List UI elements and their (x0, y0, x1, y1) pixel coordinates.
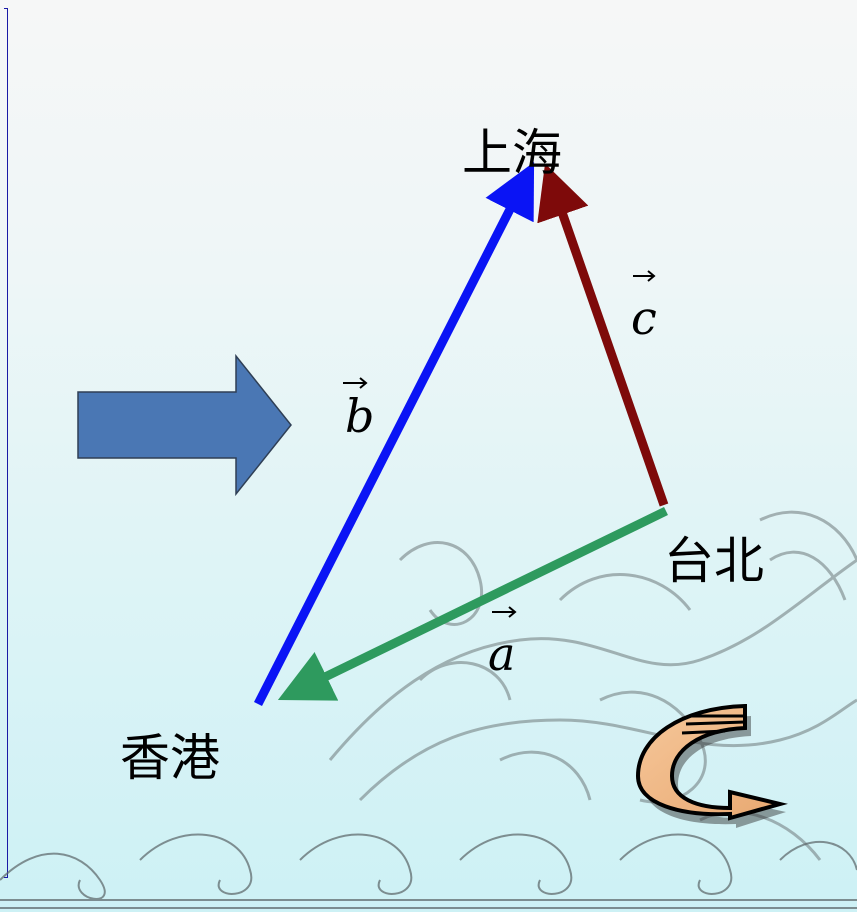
left-frame (4, 8, 8, 878)
wave-border (0, 833, 857, 909)
vector-c-arrow (537, 163, 669, 507)
vector-c-letter: c (631, 291, 657, 345)
vector-b-over-arrow-icon (343, 377, 368, 389)
right-arrow-icon (77, 353, 292, 497)
vector-c-over-arrow-icon (633, 270, 656, 282)
dragon-waves-decoration (328, 510, 857, 861)
vector-b-letter: b (345, 389, 374, 443)
place-label-shanghai: 上海 (462, 124, 562, 182)
vector-b-arrow (253, 161, 535, 707)
place-label-taipei: 台北 (664, 532, 764, 590)
vector-a-arrow (277, 506, 668, 701)
vector-a-over-arrow-icon (492, 606, 517, 618)
vector-label-b: b (343, 377, 374, 443)
vector-label-c: c (631, 270, 657, 345)
vector-a-letter: a (488, 627, 515, 681)
place-label-hongkong: 香港 (120, 729, 220, 787)
u-turn-return-icon[interactable] (635, 703, 788, 828)
vector-label-a: a (488, 606, 517, 681)
